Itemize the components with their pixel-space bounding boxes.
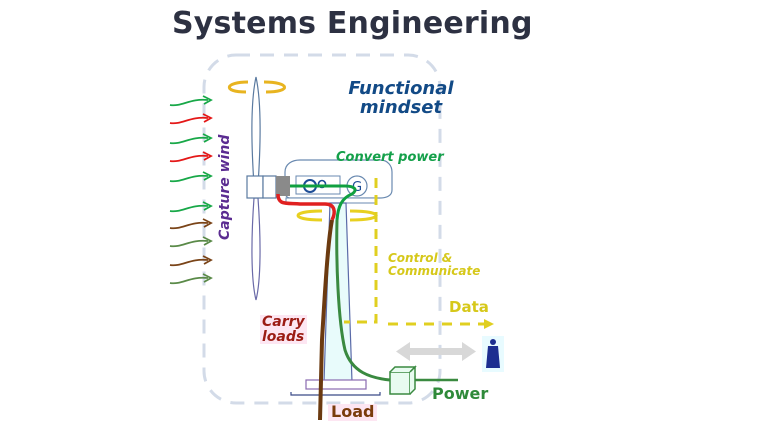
ground-line xyxy=(290,392,381,396)
transformer-icon xyxy=(389,365,417,395)
functional-line: Functional xyxy=(348,78,454,99)
wind-arrow-head-icon xyxy=(202,236,213,246)
wind-arrow-head-icon xyxy=(202,255,213,265)
wind-arrow-icon xyxy=(169,136,209,145)
mindset-line: mindset xyxy=(359,96,443,118)
functional-mindset-label: Functional mindset xyxy=(340,78,462,118)
control-communicate-label: Control & Communicate xyxy=(388,252,480,277)
svg-text:G: G xyxy=(352,180,362,195)
data-arrow-icon xyxy=(484,319,494,329)
hub xyxy=(246,175,264,199)
foundation xyxy=(305,379,367,390)
wind-arrow-head-icon xyxy=(202,171,213,181)
carry-line: Carry xyxy=(262,314,305,330)
wind-arrow-icon xyxy=(169,98,209,107)
control-line: Control & xyxy=(388,251,453,265)
rotation-arrow-icon xyxy=(227,80,286,94)
operator-person-icon xyxy=(482,336,504,372)
capture-wind-label: Capture wind xyxy=(217,134,233,240)
loads-line: loads xyxy=(262,328,305,345)
wind-arrow-icon xyxy=(169,258,209,267)
wind-arrow-icon xyxy=(169,174,209,183)
wind-arrow-icon xyxy=(169,239,209,248)
wind-arrows-group xyxy=(169,95,213,285)
wind-arrow-head-icon xyxy=(202,218,213,228)
power-path-nacelle xyxy=(290,184,357,221)
convert-power-label: Convert power xyxy=(336,150,444,165)
gearbox-housing xyxy=(276,176,290,196)
load-label: Load xyxy=(328,403,378,421)
lower-blade xyxy=(251,197,261,301)
system-boundary xyxy=(202,53,442,405)
wind-arrow-icon xyxy=(169,116,209,125)
wind-arrow-head-icon xyxy=(202,113,213,123)
wind-arrow-icon xyxy=(169,154,209,163)
communicate-line: Communicate xyxy=(388,263,481,278)
wind-arrow-head-icon xyxy=(202,151,213,161)
rotor-load-path xyxy=(276,193,336,221)
wind-arrow-icon xyxy=(169,204,209,213)
upper-blade xyxy=(251,76,261,186)
wind-arrow-icon xyxy=(169,221,209,230)
wind-arrow-head-icon xyxy=(202,273,213,283)
wind-arrow-head-icon xyxy=(202,95,213,105)
data-label: Data xyxy=(449,298,489,316)
control-path xyxy=(344,178,378,324)
power-path-tower xyxy=(335,219,391,382)
wind-arrow-head-icon xyxy=(202,201,213,211)
power-label: Power xyxy=(432,384,489,403)
hub-shaft xyxy=(262,175,277,199)
page-title: Systems Engineering xyxy=(172,6,533,41)
carry-loads-label: Carry loads xyxy=(260,314,307,345)
wind-arrow-head-icon xyxy=(202,133,213,143)
wind-arrow-icon xyxy=(169,276,209,285)
structural-load-path xyxy=(318,219,334,421)
bidirectional-arrow-icon xyxy=(396,342,476,361)
